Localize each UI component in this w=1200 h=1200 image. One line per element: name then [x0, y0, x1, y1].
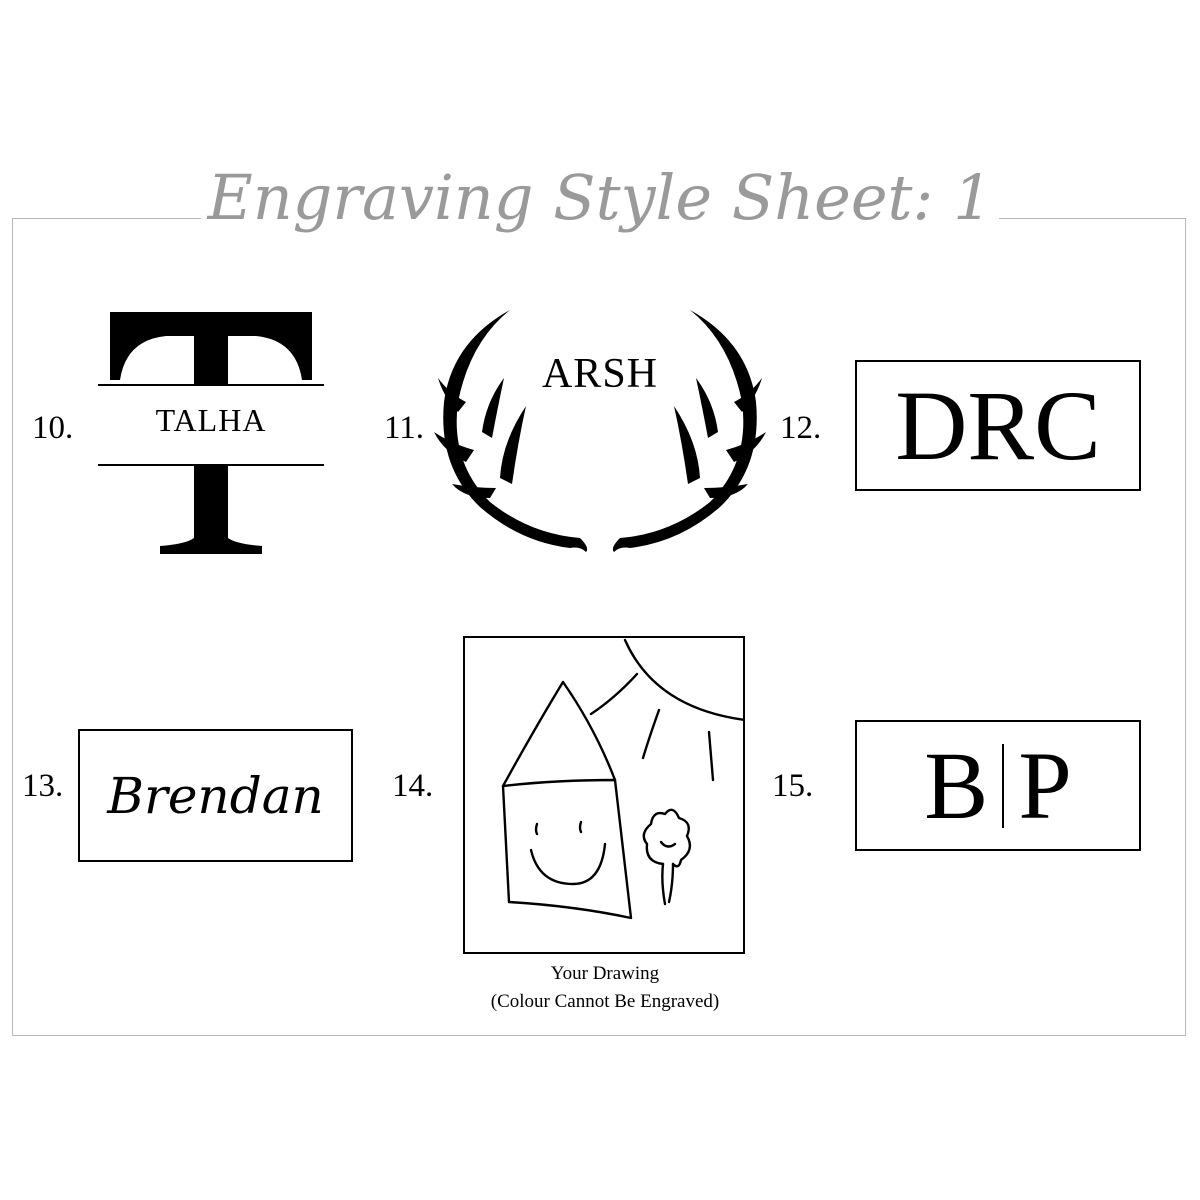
- right-initial: P: [1018, 731, 1072, 839]
- style-number-13: 13.: [22, 768, 64, 804]
- sheet-title: Engraving Style Sheet: 1: [0, 158, 1200, 238]
- style-number-10: 10.: [32, 410, 74, 446]
- style-number-15: 15.: [772, 768, 814, 804]
- drawing-caption-line-1: Your Drawing: [550, 963, 660, 984]
- antler-name-text: ARSH: [541, 351, 659, 397]
- left-initial: B: [924, 731, 989, 839]
- initials-text: DRC: [895, 369, 1101, 481]
- style-number-12: 12.: [780, 410, 822, 446]
- script-name-box: Brendan: [78, 729, 353, 862]
- drawing-box: [463, 636, 745, 954]
- monogram-name-text: TALHA: [155, 402, 267, 438]
- initials-box-drc: DRC: [855, 360, 1141, 491]
- initials-divider: [1002, 743, 1005, 828]
- script-name-text: Brendan: [107, 766, 324, 825]
- antlers-graphic: [434, 310, 766, 552]
- drawing-caption-line-2: (Colour Cannot Be Engraved): [490, 991, 720, 1012]
- split-monogram-t: [98, 312, 324, 554]
- style-number-11: 11.: [384, 410, 425, 446]
- style-number-14: 14.: [392, 768, 434, 804]
- split-initials-box: B P: [855, 720, 1141, 851]
- child-drawing-sketch: [501, 638, 743, 920]
- drawing-caption: Your Drawing (Colour Cannot Be Engraved): [440, 960, 770, 1016]
